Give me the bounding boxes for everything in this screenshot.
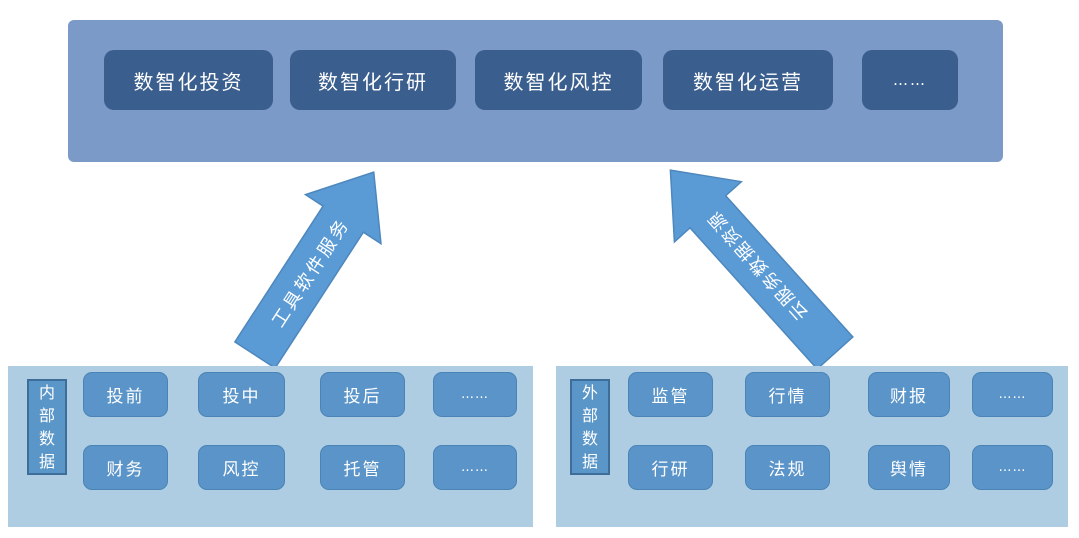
- internal-cell-mid-investment: 投中: [198, 372, 285, 417]
- external-cell-ellipsis-1: ……: [972, 372, 1053, 417]
- digital-applications-container: 数智化投资 数智化行研 数智化风控 数智化运营 ……: [68, 20, 1003, 162]
- internal-cell-ellipsis-1: ……: [433, 372, 517, 417]
- external-cell-industry-research: 行研: [628, 445, 713, 490]
- external-cell-laws: 法规: [745, 445, 830, 490]
- internal-cell-ellipsis-2: ……: [433, 445, 517, 490]
- internal-cell-custody: 托管: [320, 445, 405, 490]
- app-box-digital-risk: 数智化风控: [475, 50, 642, 110]
- external-data-label-text: 外部数据: [582, 383, 599, 471]
- up-arrow-right: [669, 169, 854, 371]
- up-arrow-left: [233, 171, 382, 370]
- external-cell-regulation: 监管: [628, 372, 713, 417]
- app-box-digital-operations: 数智化运营: [663, 50, 833, 110]
- internal-data-panel: 内部数据 投前 投中 投后 …… 财务 风控 托管 ……: [8, 366, 533, 527]
- app-box-ellipsis: ……: [862, 50, 958, 110]
- external-cell-market-quotes: 行情: [745, 372, 830, 417]
- internal-data-label-text: 内部数据: [39, 383, 56, 471]
- external-cell-public-opinion: 舆情: [868, 445, 950, 490]
- internal-cell-risk-control: 风控: [198, 445, 285, 490]
- external-data-label: 外部数据: [570, 379, 610, 475]
- app-box-digital-research: 数智化行研: [290, 50, 456, 110]
- internal-cell-post-investment: 投后: [320, 372, 405, 417]
- external-data-panel: 外部数据 监管 行情 财报 …… 行研 法规 舆情 ……: [556, 366, 1068, 527]
- external-cell-financial-reports: 财报: [868, 372, 950, 417]
- internal-cell-pre-investment: 投前: [83, 372, 168, 417]
- external-cell-ellipsis-2: ……: [972, 445, 1053, 490]
- internal-cell-finance: 财务: [83, 445, 168, 490]
- app-box-digital-investment: 数智化投资: [104, 50, 273, 110]
- internal-data-label: 内部数据: [27, 379, 67, 475]
